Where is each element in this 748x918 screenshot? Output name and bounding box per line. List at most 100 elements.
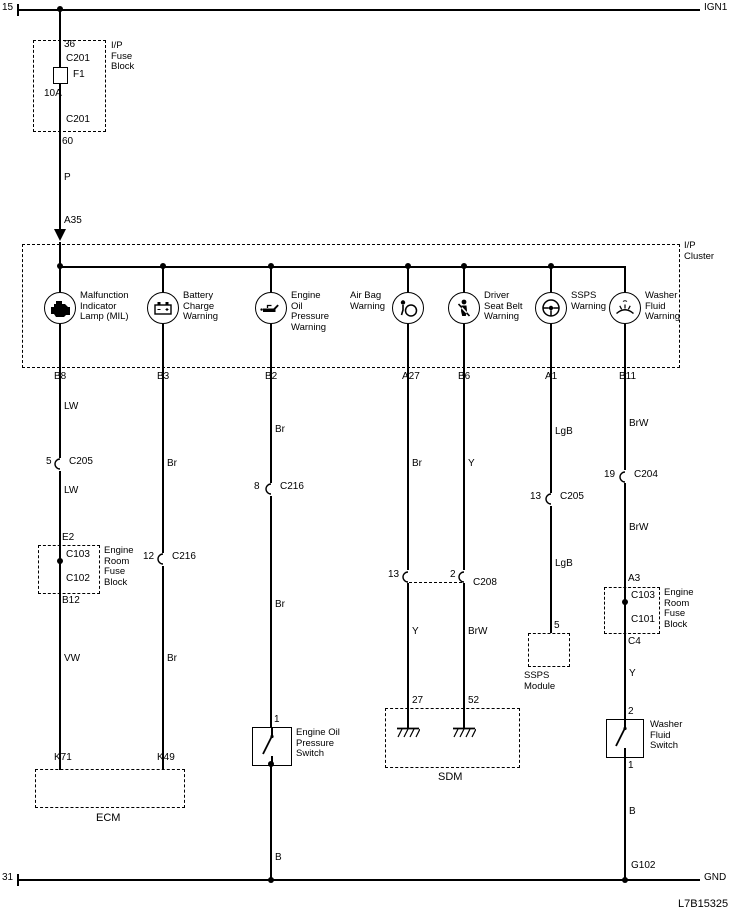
ground-rail-name: GND <box>704 872 727 883</box>
inline-connector-icon <box>156 552 170 566</box>
ignition-rail <box>18 9 700 11</box>
wire-color-label: Br <box>412 458 422 469</box>
wire-segment <box>59 266 61 292</box>
inline-connector-icon <box>457 570 471 584</box>
inline-connector-icon <box>618 470 632 484</box>
connector-pin-label: 2 <box>450 569 456 580</box>
switch-contact-icon <box>252 727 292 766</box>
cluster-bus-wire <box>59 266 626 268</box>
connector-label: C205 <box>69 456 93 467</box>
pin-label: K49 <box>157 752 175 763</box>
wire-segment <box>624 266 626 292</box>
ground-rail <box>18 879 700 881</box>
pin-label: C4 <box>628 636 641 647</box>
wire-color-label: P <box>64 172 71 183</box>
connector-label: C216 <box>280 481 304 492</box>
wire-segment <box>270 266 272 292</box>
wire-color-label: Br <box>275 599 285 610</box>
ecm-box <box>35 769 185 808</box>
wire-segment <box>463 368 465 570</box>
wire-segment <box>550 368 552 493</box>
pin-label: K71 <box>54 752 72 763</box>
engine-room-fuse-block-box-2 <box>604 587 660 634</box>
wire-segment <box>550 506 552 633</box>
sdm-box <box>385 708 520 768</box>
ground-icon <box>452 727 476 739</box>
ground-label: G102 <box>631 860 656 871</box>
connector-pin-label: 13 <box>388 569 400 580</box>
wire-segment <box>59 368 61 458</box>
wire-color-label: Br <box>167 458 177 469</box>
wire-segment <box>162 566 164 770</box>
airbag-icon <box>396 296 420 320</box>
washer-fluid-icon <box>613 296 637 320</box>
pin-label: A27 <box>402 371 420 382</box>
wire-segment <box>624 758 626 880</box>
connector-pin-label: 36 <box>64 39 76 50</box>
connector-label: C201 <box>66 114 90 125</box>
wire-color-label: Y <box>629 668 636 679</box>
switch-contact-icon <box>606 719 644 758</box>
pin-label: 2 <box>628 706 634 717</box>
wire-segment <box>270 766 272 880</box>
fuse-symbol <box>53 67 68 84</box>
indicator-label: Washer Fluid Warning <box>645 290 681 323</box>
pin-label: B12 <box>62 595 80 606</box>
wire-segment <box>550 324 552 368</box>
wire-segment <box>407 708 409 728</box>
wire-color-label: Br <box>275 424 285 435</box>
wire-segment <box>59 242 61 267</box>
junction-dot <box>622 599 628 605</box>
wire-segment <box>624 324 626 368</box>
ground-icon <box>396 727 420 739</box>
wire-segment <box>624 368 626 470</box>
wire-segment <box>270 496 272 727</box>
seatbelt-icon <box>452 296 476 320</box>
inline-connector-icon <box>544 492 558 506</box>
sdm-title: SDM <box>438 771 463 783</box>
wire-segment <box>162 368 164 553</box>
inline-connector-icon <box>53 457 67 471</box>
wire-segment <box>270 324 272 368</box>
connector-arrow-icon <box>52 229 68 242</box>
wire-color-label: LgB <box>555 426 573 437</box>
wire-color-label: B <box>629 806 636 817</box>
pin-label: B11 <box>619 371 637 382</box>
inline-connector-icon <box>401 570 415 584</box>
washer-switch-title: Washer Fluid Switch <box>650 719 683 752</box>
ecm-title: ECM <box>96 812 121 824</box>
engine-icon <box>48 296 72 320</box>
pin-label: A35 <box>64 215 82 226</box>
connector-label: C102 <box>66 573 90 584</box>
ssps-module-title: SSPS Module <box>524 670 556 692</box>
engine-room-fuse-block-title: Engine Room Fuse Block <box>104 545 134 588</box>
indicator-label: Driver Seat Belt Warning <box>484 290 523 323</box>
ip-fuse-block-title: I/P Fuse Block <box>111 40 135 73</box>
fuse-rating-label: 10A <box>44 88 62 99</box>
connector-label: C201 <box>66 53 90 64</box>
pin-label: A3 <box>628 573 641 584</box>
engine-room-fuse-block-title-2: Engine Room Fuse Block <box>664 587 694 630</box>
pin-label: 5 <box>554 620 560 631</box>
wire-segment <box>463 324 465 368</box>
ground-rail-number: 31 <box>2 872 14 883</box>
wire-segment <box>162 266 164 292</box>
connector-label: C204 <box>634 469 658 480</box>
ip-cluster-box <box>22 244 680 368</box>
engine-room-fuse-block-box <box>38 545 100 594</box>
ip-fuse-block-box <box>33 40 106 132</box>
indicator-label: Malfunction Indicator Lamp (MIL) <box>80 290 129 323</box>
indicator-label: Engine Oil Pressure Warning <box>291 290 330 333</box>
pin-label: 27 <box>412 695 424 706</box>
connector-label: C205 <box>560 491 584 502</box>
connector-pin-label: 13 <box>530 491 542 502</box>
indicator-label: SSPS Warning <box>571 290 607 312</box>
ignition-rail-name: IGN1 <box>704 2 728 13</box>
connector-label: C216 <box>172 551 196 562</box>
wire-segment <box>407 266 409 292</box>
wire-segment <box>162 324 164 368</box>
ignition-rail-number: 15 <box>2 2 14 13</box>
wire-color-label: LW <box>64 485 79 496</box>
wire-segment <box>463 708 465 728</box>
